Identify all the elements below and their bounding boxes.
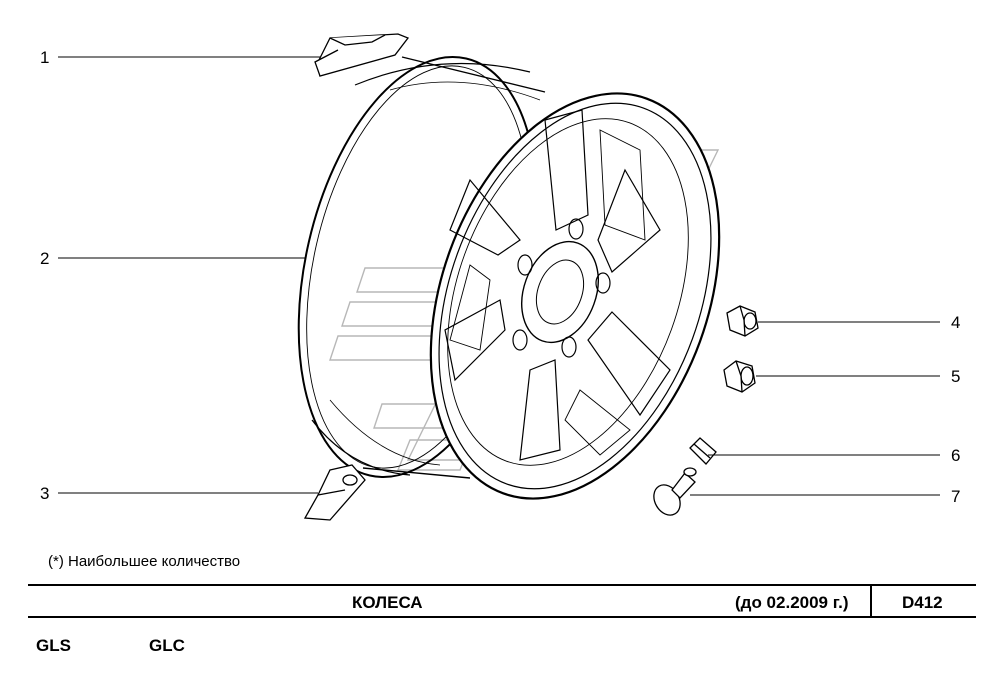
callout-6: 6 (951, 446, 961, 465)
title-rule-top (28, 584, 976, 586)
callout-2: 2 (40, 249, 50, 268)
model-gls: GLS (36, 636, 71, 655)
tire-valve (653, 467, 697, 516)
wheel-nut (726, 305, 759, 337)
callout-1: 1 (40, 48, 50, 67)
callout-7: 7 (951, 487, 961, 506)
model-glc: GLC (149, 636, 185, 655)
valve-cap (689, 437, 717, 465)
balance-weight-adhesive (303, 464, 366, 521)
callout-3: 3 (40, 484, 50, 503)
leader-lines (58, 56, 940, 496)
title-separator (870, 584, 872, 617)
wheel-nut-cap (723, 360, 756, 393)
wheel-exploded-diagram (58, 33, 940, 521)
balance-weight-clip (314, 33, 410, 77)
section-validity: (до 02.2009 г.) (735, 593, 849, 612)
quantity-note: (*) Наибольшее количество (48, 553, 241, 570)
callout-4: 4 (951, 313, 961, 332)
section-title: КОЛЕСА (352, 593, 423, 612)
wheel-face (429, 92, 721, 500)
title-rule-bottom (28, 616, 976, 618)
section-code: D412 (902, 593, 943, 612)
callout-5: 5 (951, 367, 961, 386)
